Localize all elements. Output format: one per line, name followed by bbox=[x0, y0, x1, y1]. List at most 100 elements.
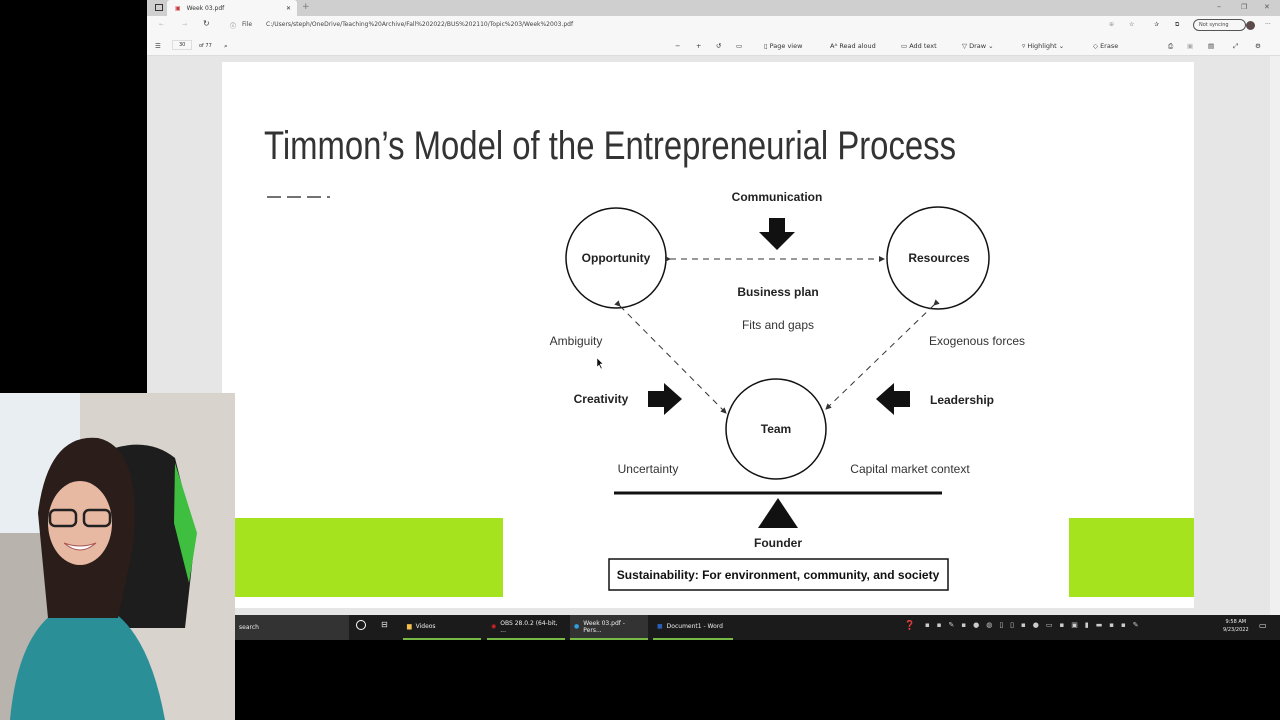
webcam-overlay bbox=[0, 393, 235, 720]
label-uncertainty: Uncertainty bbox=[618, 462, 679, 476]
settings-gear-icon[interactable]: ⚙ bbox=[1255, 42, 1261, 50]
mouse-cursor-icon bbox=[596, 357, 604, 370]
page-number-input[interactable]: 30 bbox=[172, 40, 193, 50]
erase-button[interactable]: ◇ Erase bbox=[1093, 42, 1119, 50]
add-text-button[interactable]: ▭ Add text bbox=[901, 42, 937, 50]
close-tab-icon[interactable]: ✕ bbox=[285, 4, 291, 12]
contents-icon[interactable]: ☰ bbox=[155, 42, 161, 50]
taskbar-item-edge[interactable]: ●Week 03.pdf - Pers... bbox=[570, 615, 648, 640]
label-ambiguity: Ambiguity bbox=[550, 334, 603, 348]
close-window-icon[interactable]: ✕ bbox=[1264, 3, 1270, 11]
new-tab-icon[interactable]: + bbox=[302, 2, 310, 12]
sustainability-box bbox=[608, 558, 949, 591]
more-icon[interactable]: ··· bbox=[1265, 21, 1271, 28]
connector-opportunity-team bbox=[614, 300, 727, 414]
tab-week03[interactable]: ▣ Week 03.pdf ✕ bbox=[167, 0, 297, 16]
search-icon[interactable]: ⌕ bbox=[224, 42, 228, 50]
protocol-label: File bbox=[242, 21, 253, 28]
clock-time: 9:58 AM bbox=[1225, 619, 1247, 625]
back-icon[interactable]: ← bbox=[159, 21, 165, 28]
webcam-video bbox=[0, 393, 235, 720]
team-circle bbox=[725, 378, 827, 480]
word-icon: ■ bbox=[657, 623, 663, 630]
favorites-icon[interactable]: ✰ bbox=[1154, 21, 1160, 28]
clock[interactable]: 9:58 AM 9/23/2022 bbox=[1223, 618, 1249, 634]
read-aloud-label: Read aloud bbox=[839, 42, 876, 50]
address-bar-row: ← → ↻ ⓘ File C:/Users/steph/OneDrive/Tea… bbox=[147, 16, 1280, 37]
add-text-label: Add text bbox=[909, 42, 937, 50]
taskbar-label: Videos bbox=[415, 623, 436, 630]
label-capital-market: Capital market context bbox=[850, 462, 970, 476]
notifications-icon[interactable]: ▭ bbox=[1259, 621, 1267, 630]
maximize-icon[interactable]: ❐ bbox=[1241, 3, 1248, 11]
folder-icon: ▆ bbox=[407, 623, 412, 630]
draw-label: Draw bbox=[969, 42, 987, 50]
page-view-button[interactable]: ▯ Page view bbox=[764, 42, 803, 50]
profile-button[interactable]: Not syncing bbox=[1193, 19, 1246, 31]
taskbar-label: Document1 - Word bbox=[666, 623, 723, 630]
url-field[interactable]: C:/Users/steph/OneDrive/Teaching%20Archi… bbox=[266, 21, 574, 28]
info-icon: ⓘ bbox=[230, 23, 237, 30]
pdf-toolbar: ☰ 30 of 77 ⌕ − + ↺ ▭ ▯ Page view Aᴬ Read… bbox=[147, 37, 1280, 56]
taskbar-item-obs[interactable]: ◉OBS 28.0.2 (64-bit, ... bbox=[487, 615, 565, 640]
erase-label: Erase bbox=[1100, 42, 1119, 50]
tab-strip: ▣ Week 03.pdf ✕ + – ❐ ✕ bbox=[147, 0, 1280, 16]
label-sustainability: Sustainability: For environment, communi… bbox=[617, 568, 940, 582]
tab-actions-icon[interactable] bbox=[155, 4, 163, 11]
page-count: of 77 bbox=[199, 43, 212, 49]
task-view-icon[interactable]: ⊟ bbox=[381, 620, 388, 629]
draw-button[interactable]: ▽ Draw ⌄ bbox=[962, 42, 994, 50]
tray-icons[interactable]: ▪▪✎▪●◍▯▯▪●▭▪▣▮▬▪▪✎ bbox=[925, 621, 1146, 629]
green-band-right bbox=[1069, 518, 1194, 597]
label-exogenous-forces: Exogenous forces bbox=[929, 334, 1025, 348]
label-fits-gaps: Fits and gaps bbox=[742, 318, 814, 332]
highlight-label: Highlight bbox=[1027, 42, 1057, 50]
label-business-plan: Business plan bbox=[737, 285, 818, 299]
help-icon[interactable]: ❓ bbox=[904, 621, 916, 631]
refresh-icon[interactable]: ↻ bbox=[203, 19, 210, 28]
save-as-icon[interactable]: ▤ bbox=[1208, 42, 1215, 50]
fit-icon[interactable]: ▭ bbox=[736, 42, 743, 50]
fulcrum-triangle-icon bbox=[758, 498, 798, 528]
favorite-icon[interactable]: ☆ bbox=[1129, 21, 1135, 28]
green-band-left bbox=[235, 518, 503, 597]
fullscreen-icon[interactable]: ⤢ bbox=[1233, 42, 1239, 50]
avatar bbox=[1246, 21, 1255, 30]
communication-arrow-icon bbox=[759, 218, 795, 250]
search-box-label: search bbox=[239, 624, 259, 631]
clock-date: 9/23/2022 bbox=[1223, 627, 1249, 633]
tab-title: Week 03.pdf bbox=[186, 4, 225, 12]
collections-icon[interactable]: ⧉ bbox=[1175, 21, 1180, 28]
save-icon[interactable]: ▣ bbox=[1187, 42, 1194, 50]
taskbar-label: Week 03.pdf - Pers... bbox=[583, 619, 625, 634]
edge-icon: ● bbox=[574, 623, 580, 630]
zoom-icon[interactable]: ⊕ bbox=[1109, 21, 1115, 28]
rotate-icon[interactable]: ↺ bbox=[716, 42, 722, 50]
slide-title: Timmon’s Model of the Entrepreneurial Pr… bbox=[264, 124, 956, 168]
zoom-in-icon[interactable]: + bbox=[696, 42, 702, 50]
forward-icon[interactable]: → bbox=[182, 21, 188, 28]
browser-window: ▣ Week 03.pdf ✕ + – ❐ ✕ ← → ↻ ⓘ File C:/… bbox=[147, 0, 1280, 615]
print-icon[interactable]: ⎙ bbox=[1168, 42, 1174, 50]
cortana-icon[interactable] bbox=[356, 620, 366, 630]
minimize-icon[interactable]: – bbox=[1217, 2, 1221, 11]
taskbar-search[interactable]: search bbox=[235, 615, 349, 640]
label-communication: Communication bbox=[732, 190, 823, 204]
highlight-button[interactable]: ▿ Highlight ⌄ bbox=[1022, 42, 1065, 50]
label-leadership: Leadership bbox=[930, 393, 994, 407]
zoom-out-icon[interactable]: − bbox=[675, 42, 681, 50]
pdf-icon: ▣ bbox=[175, 4, 181, 12]
taskbar-label: OBS 28.0.2 (64-bit, ... bbox=[500, 619, 558, 634]
taskbar: search ⊟ ▆Videos ◉OBS 28.0.2 (64-bit, ..… bbox=[235, 615, 1280, 640]
scrollbar[interactable] bbox=[1270, 56, 1280, 615]
label-opportunity: Opportunity bbox=[582, 251, 651, 265]
connector-resources-team bbox=[825, 299, 940, 410]
read-aloud-button[interactable]: Aᴬ Read aloud bbox=[830, 42, 876, 50]
obs-icon: ◉ bbox=[491, 623, 497, 630]
taskbar-item-videos[interactable]: ▆Videos bbox=[403, 615, 481, 640]
label-team: Team bbox=[761, 422, 791, 436]
taskbar-item-word[interactable]: ■Document1 - Word bbox=[653, 615, 733, 640]
creativity-arrow-icon bbox=[648, 383, 682, 415]
page-view-label: Page view bbox=[769, 42, 803, 50]
